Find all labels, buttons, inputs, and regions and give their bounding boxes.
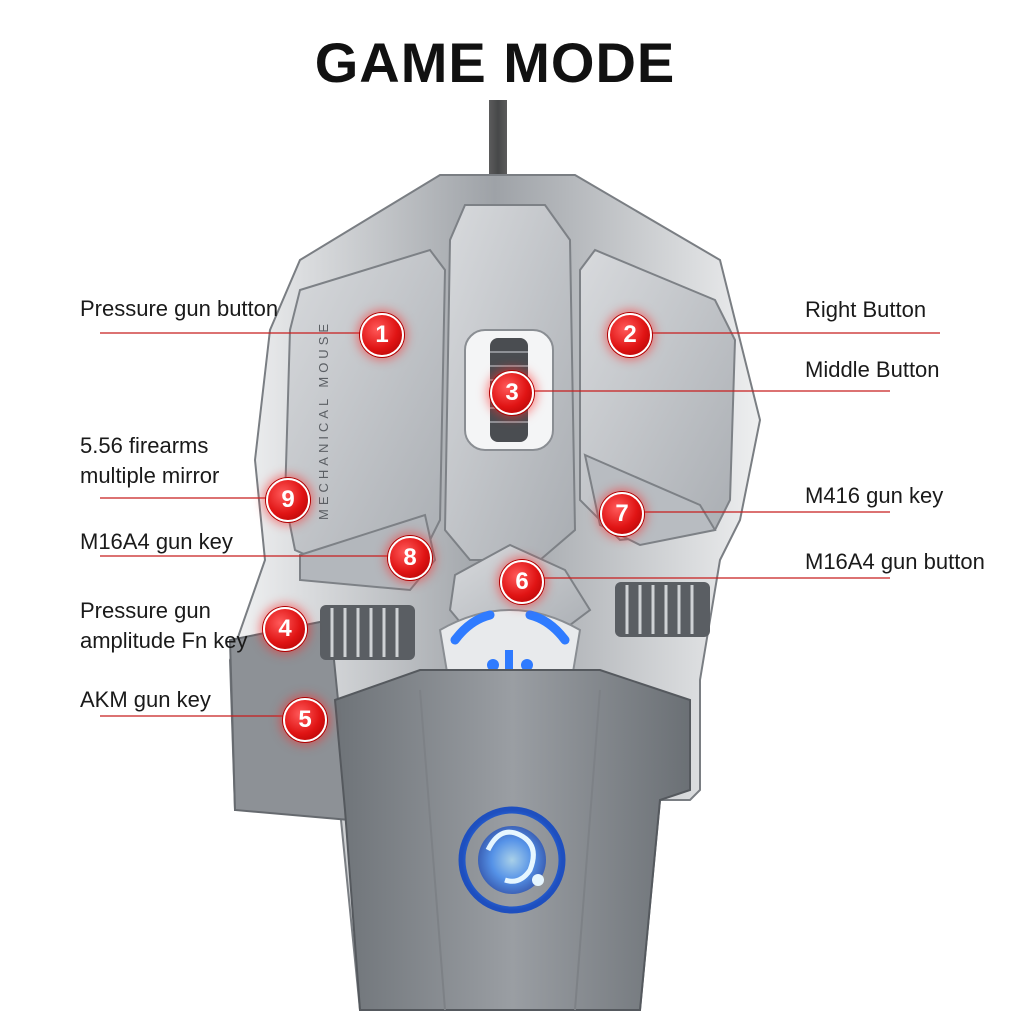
badge-4: 4 <box>263 607 307 651</box>
mechanical-mouse-text: MECHANICAL MOUSE <box>316 320 331 520</box>
label-firearms-line1: 5.56 firearms <box>80 433 209 458</box>
badge-5: 5 <box>283 698 327 742</box>
label-m16a4-gun-key: M16A4 gun key <box>80 529 233 554</box>
label-fn-key-line2: amplitude Fn key <box>80 628 248 653</box>
badge-9: 9 <box>266 478 310 522</box>
badge-7: 7 <box>600 492 644 536</box>
label-pressure-gun-button: Pressure gun button <box>80 296 279 321</box>
page-title: GAME MODE <box>314 31 676 94</box>
leader-lines <box>100 332 940 717</box>
right-spring <box>615 582 710 637</box>
label-right-button: Right Button <box>805 297 927 322</box>
badge-6: 6 <box>500 560 544 604</box>
label-middle-button: Middle Button <box>805 357 940 382</box>
label-fn-key-line1: Pressure gun <box>80 598 211 623</box>
badge-8: 8 <box>388 536 432 580</box>
left-spring <box>320 605 415 660</box>
badge-2: 2 <box>608 313 652 357</box>
label-firearms-line2: multiple mirror <box>80 463 220 488</box>
badge-1: 1 <box>360 313 404 357</box>
badge-3: 3 <box>490 371 534 415</box>
label-m16a4-gun-button: M16A4 gun button <box>805 549 985 574</box>
label-m416-gun-key: M416 gun key <box>805 483 944 508</box>
scorpion-logo-icon <box>458 806 566 914</box>
label-akm-gun-key: AKM gun key <box>80 687 211 712</box>
